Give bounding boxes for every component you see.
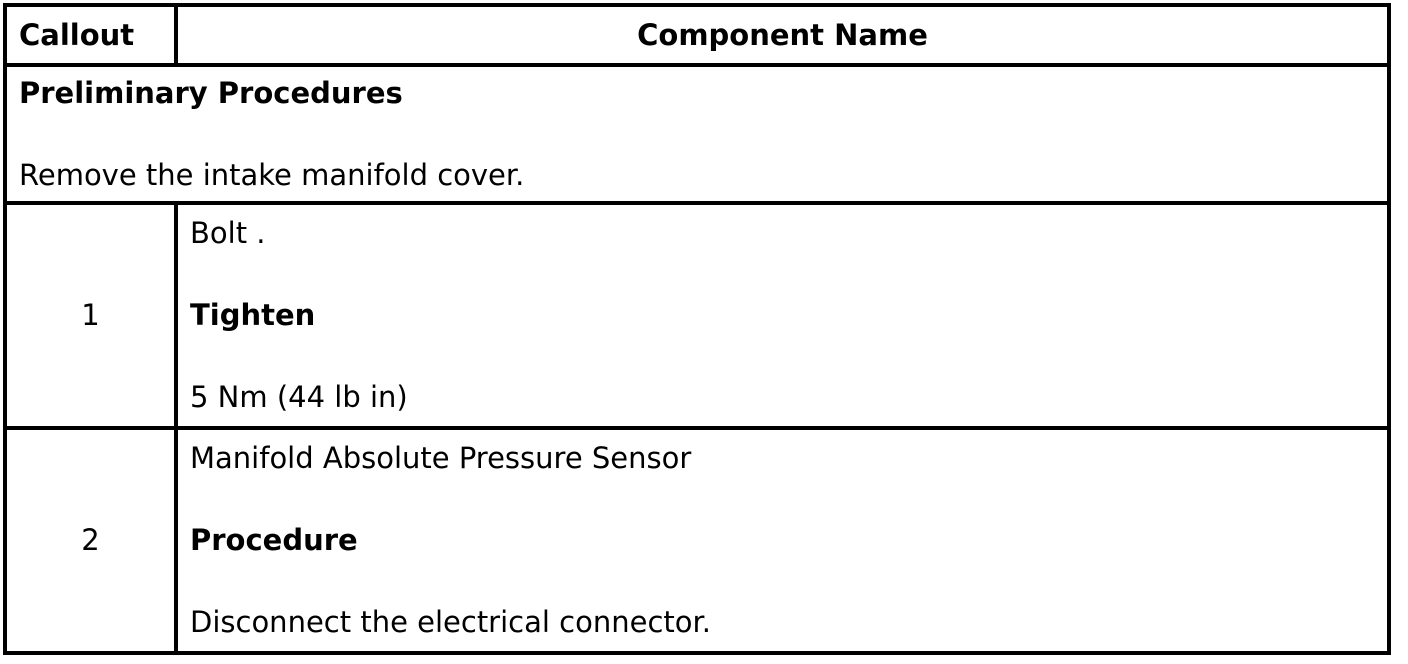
preliminary-procedures-title: Preliminary Procedures [19, 75, 403, 110]
component-name-text: Bolt . [190, 216, 266, 250]
component-table: Callout Component Name Preliminary Proce… [3, 3, 1391, 655]
table-header-row: Callout Component Name [5, 5, 1389, 65]
component-action-heading: Procedure [190, 523, 358, 557]
table-row: 2 Manifold Absolute Pressure Sensor Proc… [5, 428, 1389, 653]
component-action-detail: 5 Nm (44 lb in) [190, 380, 408, 414]
preliminary-procedures-row: Preliminary Procedures Remove the intake… [5, 65, 1389, 203]
callout-number: 2 [5, 428, 176, 653]
callout-number: 1 [5, 203, 176, 428]
header-callout: Callout [5, 5, 176, 65]
component-action-heading: Tighten [190, 298, 316, 332]
table-row: 1 Bolt . Tighten 5 Nm (44 lb in) [5, 203, 1389, 428]
component-cell: Bolt . Tighten 5 Nm (44 lb in) [176, 203, 1389, 428]
component-cell: Manifold Absolute Pressure Sensor Proced… [176, 428, 1389, 653]
header-component-name: Component Name [176, 5, 1389, 65]
component-name-text: Manifold Absolute Pressure Sensor [190, 441, 692, 475]
preliminary-procedures-cell: Preliminary Procedures Remove the intake… [5, 65, 1389, 203]
component-action-detail: Disconnect the electrical connector. [190, 605, 711, 639]
preliminary-procedures-instruction: Remove the intake manifold cover. [19, 157, 525, 192]
